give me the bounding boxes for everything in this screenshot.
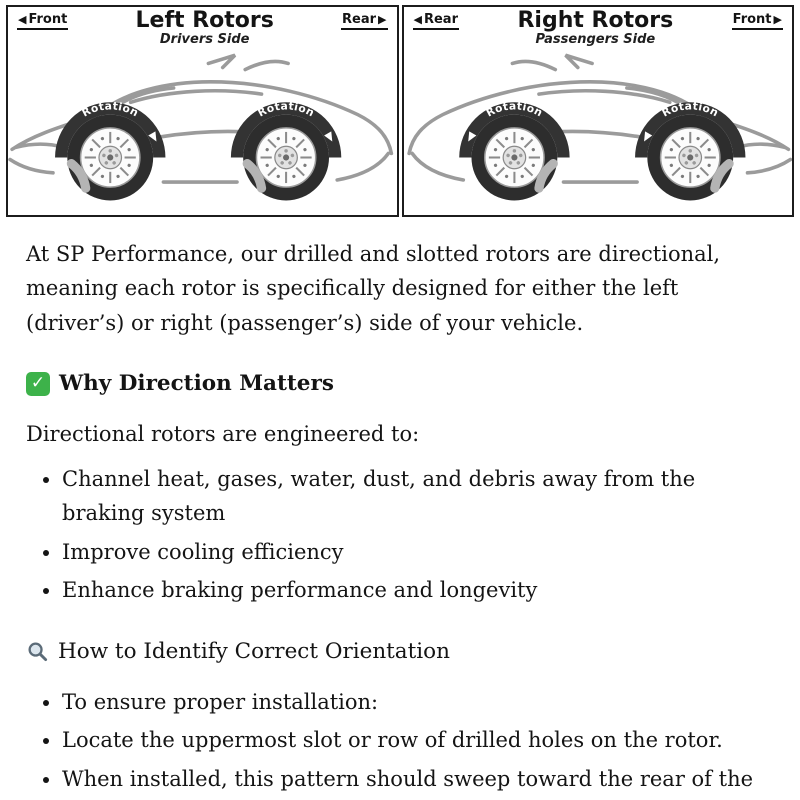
panel-title: Right Rotors	[517, 8, 674, 33]
right-panel-title-block: Right Rotors Passengers Side	[459, 9, 732, 47]
car-illustration-right: Rotation Rotation	[404, 43, 793, 215]
why-bullet-list: Channel heat, gases, water, dust, and de…	[26, 462, 774, 608]
rear-direction-label: ◀ Rear	[412, 12, 459, 30]
direction-text: Rear	[423, 12, 458, 27]
direction-text: Front	[732, 12, 772, 27]
rotation-label-front-right: Rotation	[659, 99, 720, 119]
list-item: When installed, this pattern should swee…	[62, 762, 762, 800]
rotor-diagram: ◀ Front Left Rotors Drivers Side Rear ▶	[0, 0, 800, 217]
rotation-arrow-icon	[148, 131, 157, 142]
identify-orientation-heading: How to Identify Correct Orientation	[26, 634, 774, 669]
svg-text:Rotation: Rotation	[80, 99, 141, 119]
left-arrow-icon: ◀	[413, 13, 422, 26]
rotation-arrow-icon	[324, 131, 333, 142]
front-direction-label: Front ▶	[731, 12, 783, 30]
engineered-lead: Directional rotors are engineered to:	[26, 422, 420, 447]
list-item: To ensure proper installation:	[62, 685, 762, 719]
article: At SP Performance, our drilled and slott…	[0, 217, 800, 800]
check-mark-icon: ✓	[26, 371, 50, 396]
rotation-arrow-icon	[643, 131, 652, 142]
front-direction-label: ◀ Front	[17, 12, 69, 30]
right-arrow-icon: ▶	[773, 13, 782, 26]
direction-text: Rear	[342, 12, 377, 27]
left-rotors-panel: ◀ Front Left Rotors Drivers Side Rear ▶	[6, 5, 399, 217]
heading-text: Why Direction Matters	[59, 371, 334, 397]
list-item: Enhance braking performance and longevit…	[62, 573, 762, 607]
heading-text: How to Identify Correct Orientation	[58, 638, 450, 664]
rotation-arrow-icon	[467, 131, 476, 142]
list-item: Locate the uppermost slot or row of dril…	[62, 723, 762, 757]
svg-text:Rotation: Rotation	[483, 99, 544, 119]
right-arrow-icon: ▶	[378, 13, 387, 26]
panel-title: Left Rotors	[135, 8, 274, 33]
car-body-left	[10, 55, 391, 200]
car-illustration-left: Rotation Rotation	[8, 43, 397, 215]
car-body-right	[409, 55, 790, 200]
magnifier-icon	[28, 642, 48, 661]
intro-paragraph: At SP Performance, our drilled and slott…	[26, 241, 721, 335]
svg-text:Rotation: Rotation	[256, 99, 317, 119]
left-panel-title-block: Left Rotors Drivers Side	[68, 9, 341, 47]
list-item: Improve cooling efficiency	[62, 535, 762, 569]
rotation-label-rear-right: Rotation	[483, 99, 544, 119]
right-rotors-panel: ◀ Rear Right Rotors Passengers Side Fron…	[401, 5, 794, 217]
panel-subtitle: Passengers Side	[535, 32, 656, 48]
left-panel-header: ◀ Front Left Rotors Drivers Side Rear ▶	[8, 7, 397, 47]
rotation-label-front-left: Rotation	[80, 99, 141, 119]
left-arrow-icon: ◀	[18, 13, 27, 26]
identify-bullet-list: To ensure proper installation: Locate th…	[26, 685, 774, 800]
right-panel-header: ◀ Rear Right Rotors Passengers Side Fron…	[404, 7, 793, 47]
rotation-label-rear-left: Rotation	[256, 99, 317, 119]
svg-text:Rotation: Rotation	[659, 99, 720, 119]
list-item: Channel heat, gases, water, dust, and de…	[62, 462, 762, 531]
panel-subtitle: Drivers Side	[159, 32, 250, 48]
why-direction-matters-heading: ✓ Why Direction Matters	[26, 366, 774, 401]
direction-text: Front	[28, 12, 68, 27]
rear-direction-label: Rear ▶	[341, 12, 388, 30]
